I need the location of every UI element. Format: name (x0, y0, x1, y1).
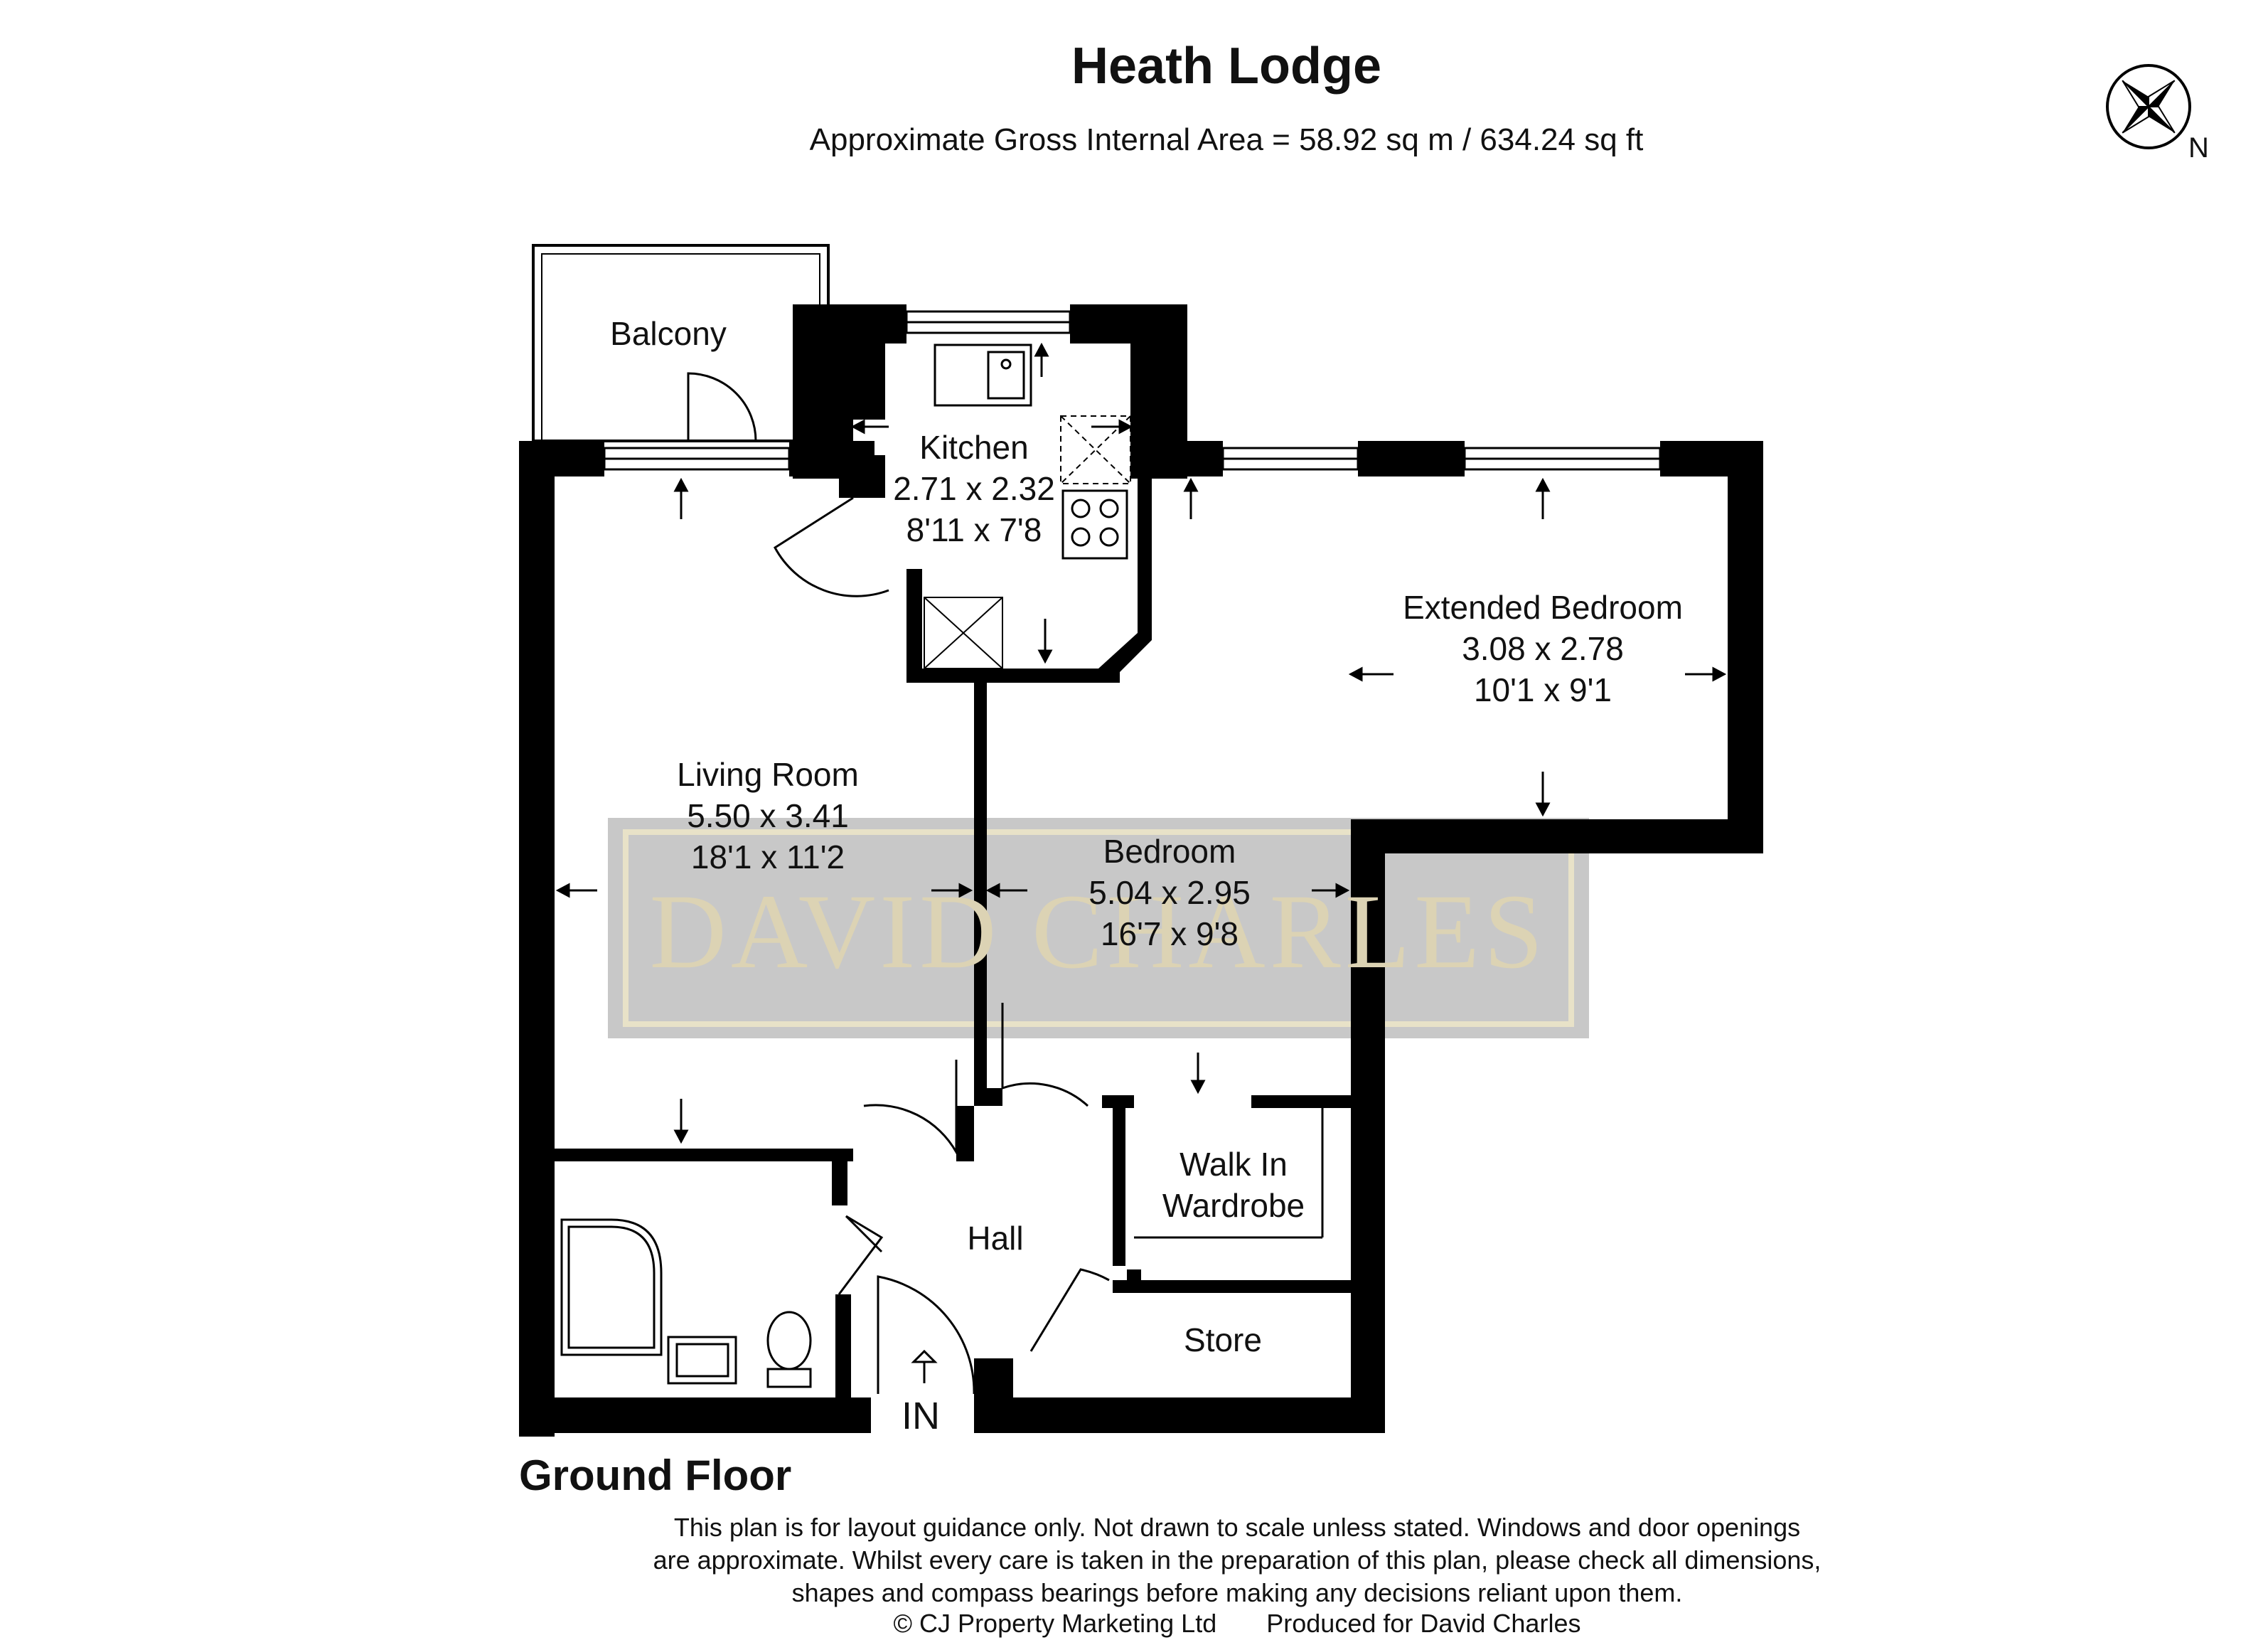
room-imperial: 16'7 x 9'8 (1100, 915, 1239, 952)
floor-label: Ground Floor (519, 1452, 792, 1499)
room-name-line2: Wardrobe (1162, 1187, 1305, 1224)
room-kitchen: Kitchen 2.71 x 2.32 8'11 x 7'8 (867, 427, 1081, 550)
disclaimer-line: are approximate. Whilst every care is ta… (653, 1545, 1822, 1575)
room-walk-in-wardrobe: Walk In Wardrobe (1138, 1144, 1330, 1226)
windows (603, 310, 1662, 471)
copyright-text: © CJ Property Marketing Ltd (893, 1609, 1217, 1638)
doors (687, 372, 1110, 1395)
toilet-icon (766, 1311, 812, 1388)
room-balcony: Balcony (583, 313, 754, 354)
entrance-label: IN (902, 1395, 940, 1437)
room-name: Balcony (610, 315, 727, 352)
room-hall: Hall (924, 1218, 1066, 1259)
compass-rose-icon (2106, 64, 2191, 149)
disclaimer: This plan is for layout guidance only. N… (455, 1511, 2019, 1609)
watermark-text: DAVID CHARLES (649, 873, 1548, 991)
kitchen-sink-icon (934, 344, 1032, 407)
credits: © CJ Property Marketing Ltd Produced for… (455, 1609, 2019, 1639)
room-metric: 2.71 x 2.32 (893, 470, 1055, 507)
basin-icon (667, 1336, 737, 1385)
room-metric: 5.50 x 3.41 (687, 797, 849, 834)
room-name: Living Room (677, 756, 859, 793)
room-metric: 5.04 x 2.95 (1088, 874, 1251, 911)
walls (519, 304, 1763, 1437)
room-extended-bedroom: Extended Bedroom 3.08 x 2.78 10'1 x 9'1 (1351, 587, 1735, 710)
room-imperial: 10'1 x 9'1 (1473, 671, 1612, 708)
page-title: Heath Lodge (1071, 38, 1381, 95)
watermark-logo (608, 818, 1589, 1038)
room-bedroom: Bedroom 5.04 x 2.95 16'7 x 9'8 (1052, 831, 1287, 954)
room-name: Extended Bedroom (1403, 589, 1683, 626)
room-metric: 3.08 x 2.78 (1462, 630, 1624, 667)
appliance-box (924, 415, 1131, 669)
room-imperial: 8'11 x 7'8 (906, 511, 1042, 548)
disclaimer-line: This plan is for layout guidance only. N… (673, 1513, 1801, 1542)
room-imperial: 18'1 x 11'2 (690, 838, 845, 875)
disclaimer-line: shapes and compass bearings before makin… (791, 1578, 1683, 1607)
room-name: Bedroom (1103, 833, 1236, 870)
gross-area-subtitle: Approximate Gross Internal Area = 58.92 … (809, 122, 1644, 157)
room-name: Kitchen (919, 429, 1029, 466)
dimension-arrows (555, 342, 1727, 1144)
room-store: Store (1152, 1319, 1294, 1361)
produced-for-text: Produced for David Charles (1266, 1609, 1581, 1638)
shower-icon (560, 1218, 663, 1356)
room-name: Hall (967, 1220, 1024, 1257)
room-name-line1: Walk In (1180, 1146, 1288, 1183)
room-name: Store (1184, 1321, 1262, 1358)
hob-icon (1061, 489, 1128, 560)
compass-north-label: N (2188, 132, 2209, 164)
entrance-arrow-icon (911, 1349, 938, 1383)
room-living-room: Living Room 5.50 x 3.41 18'1 x 11'2 (640, 754, 896, 878)
